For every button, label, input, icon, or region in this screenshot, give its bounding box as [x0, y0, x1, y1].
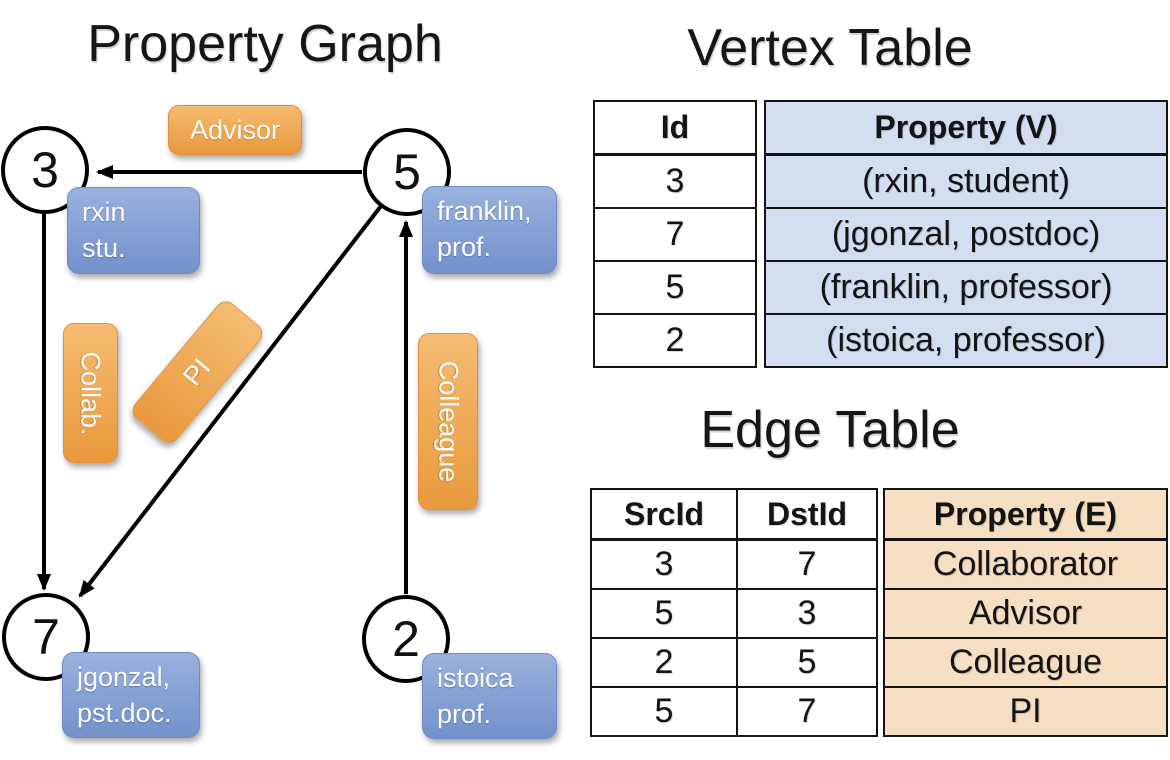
table-row: 2: [593, 313, 757, 368]
vertex-table-property-column: Property (V) (rxin, student) (jgonzal, p…: [764, 100, 1168, 368]
node-property-line: prof.: [437, 698, 492, 729]
table-row: Collaborator: [883, 538, 1168, 590]
table-header-row: Property (E): [883, 488, 1168, 541]
edge-srcid-cell: 2: [590, 637, 738, 688]
vertex-id-cell: 7: [593, 207, 757, 262]
node-property-line: istoica: [437, 663, 514, 693]
edge-label-pi: PI: [128, 296, 267, 448]
edge-property-cell: PI: [883, 686, 1168, 737]
edge-dstid-cell: 3: [736, 588, 878, 639]
vertex-property-header: Property (V): [764, 100, 1168, 156]
node-id: 5: [393, 144, 421, 200]
vertex-id-cell: 5: [593, 260, 757, 315]
edge-label-text: Advisor: [189, 114, 281, 145]
node-property-box-2: istoica prof.: [422, 653, 557, 739]
vertex-id-cell: 3: [593, 153, 757, 209]
edge-property-header: Property (E): [883, 488, 1168, 541]
table-row: 5 3: [590, 588, 878, 639]
node-property-line: rxin: [82, 197, 126, 227]
edge-label-text: Colleague: [433, 360, 464, 483]
table-row: (istoica, professor): [764, 313, 1168, 368]
edge-label-text: PI: [177, 352, 217, 392]
node-property-line: prof.: [437, 231, 492, 262]
table-row: Advisor: [883, 588, 1168, 639]
node-property-box-3: rxin stu.: [67, 187, 200, 274]
node-property-line: franklin,: [437, 196, 532, 226]
table-header-row: Property (V): [764, 100, 1168, 156]
edge-srcid-cell: 3: [590, 538, 738, 590]
edge-dstid-cell: 7: [736, 538, 878, 590]
node-id: 3: [31, 142, 59, 198]
table-row: 5 7: [590, 686, 878, 737]
node-circle-3: 3: [1, 126, 89, 214]
node-property-box-5: franklin, prof.: [422, 186, 557, 274]
edge-property-cell: Advisor: [883, 588, 1168, 639]
edge-table-id-columns: SrcId DstId 3 7 5 3 2 5 5 7: [590, 488, 878, 737]
edge-label-text: Collab.: [76, 350, 107, 436]
table-row: 3: [593, 153, 757, 209]
vertex-property-cell: (franklin, professor): [764, 260, 1168, 315]
property-graph-title: Property Graph: [87, 15, 443, 73]
edge-dstid-cell: 7: [736, 686, 878, 737]
vertex-id-header: Id: [593, 100, 757, 156]
table-row: (franklin, professor): [764, 260, 1168, 315]
edge-dstid-header: DstId: [736, 488, 878, 541]
node-property-line: pst.doc.: [77, 697, 172, 728]
table-row: 5: [593, 260, 757, 315]
node-id: 2: [392, 611, 420, 667]
table-row: 7: [593, 207, 757, 262]
edge-label-colleague: Colleague: [418, 333, 478, 510]
node-circle-5: 5: [363, 128, 451, 216]
table-row: PI: [883, 686, 1168, 737]
vertex-table-title: Vertex Table: [687, 19, 973, 77]
vertex-property-cell: (jgonzal, postdoc): [764, 207, 1168, 262]
table-row: (jgonzal, postdoc): [764, 207, 1168, 262]
node-property-line: jgonzal,: [77, 662, 171, 692]
edge-property-cell: Collaborator: [883, 538, 1168, 590]
vertex-property-cell: (istoica, professor): [764, 313, 1168, 368]
vertex-property-cell: (rxin, student): [764, 153, 1168, 209]
table-header-row: Id: [593, 100, 757, 156]
edge-dstid-cell: 5: [736, 637, 878, 688]
edge-table-property-column: Property (E) Collaborator Advisor Collea…: [883, 488, 1168, 737]
table-row: Colleague: [883, 637, 1168, 688]
edge-label-collab: Collab.: [63, 323, 118, 463]
edge-srcid-header: SrcId: [590, 488, 738, 541]
node-property-box-7: jgonzal, pst.doc.: [62, 652, 200, 738]
table-row: 3 7: [590, 538, 878, 590]
table-row: 2 5: [590, 637, 878, 688]
table-header-row: SrcId DstId: [590, 488, 878, 541]
edge-srcid-cell: 5: [590, 686, 738, 737]
vertex-id-cell: 2: [593, 313, 757, 368]
node-id: 7: [32, 609, 60, 665]
vertex-table-id-column: Id 3 7 5 2: [593, 100, 757, 368]
edge-table-title: Edge Table: [700, 401, 960, 459]
edge-srcid-cell: 5: [590, 588, 738, 639]
node-property-line: stu.: [82, 232, 126, 263]
table-row: (rxin, student): [764, 153, 1168, 209]
edge-property-cell: Colleague: [883, 637, 1168, 688]
edge-label-advisor: Advisor: [168, 105, 302, 155]
